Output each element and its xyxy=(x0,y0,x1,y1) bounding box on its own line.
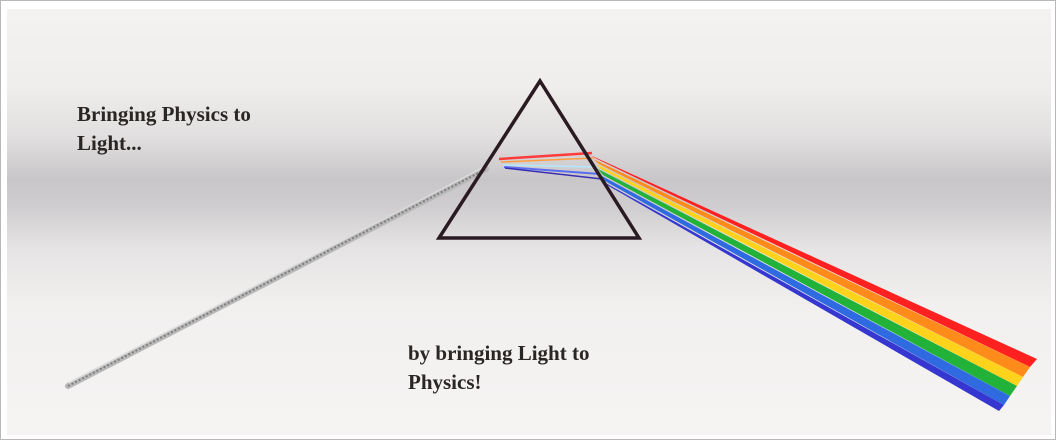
internal-rays xyxy=(498,151,603,180)
caption-bottom: by bringing Light to Physics! xyxy=(408,339,589,397)
spectrum-band-green xyxy=(598,169,1017,396)
prism-illustration: Bringing Physics to Light... by bringing… xyxy=(7,9,1051,435)
caption-top-line-1: Bringing Physics to xyxy=(77,102,251,126)
spectrum-band-yellow xyxy=(596,164,1023,386)
spectrum-band-blue xyxy=(600,175,1010,405)
caption-bottom-line-1: by bringing Light to xyxy=(408,341,590,365)
prism-icon xyxy=(435,77,643,240)
spectrum-band-violet xyxy=(602,181,1004,411)
caption-top: Bringing Physics to Light... xyxy=(77,100,251,158)
spectrum-beam xyxy=(590,155,1037,411)
caption-bottom-line-2: Physics! xyxy=(408,370,482,394)
prism-scene xyxy=(65,77,1037,411)
incident-light-beam xyxy=(65,165,489,389)
caption-top-line-2: Light... xyxy=(77,131,142,155)
spectrum-band-orange xyxy=(593,159,1030,377)
spectrum-band-red xyxy=(590,155,1037,367)
